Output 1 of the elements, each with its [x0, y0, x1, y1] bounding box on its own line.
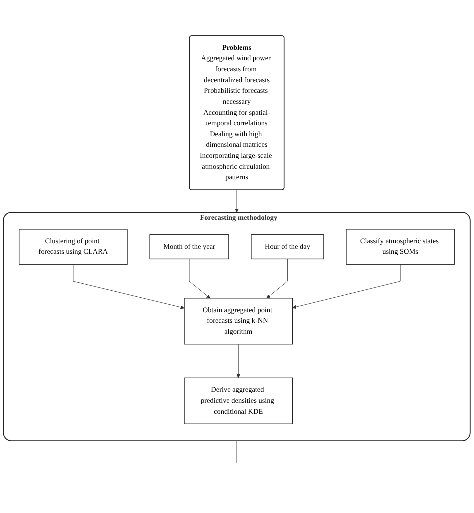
- connector: [236, 440, 238, 464]
